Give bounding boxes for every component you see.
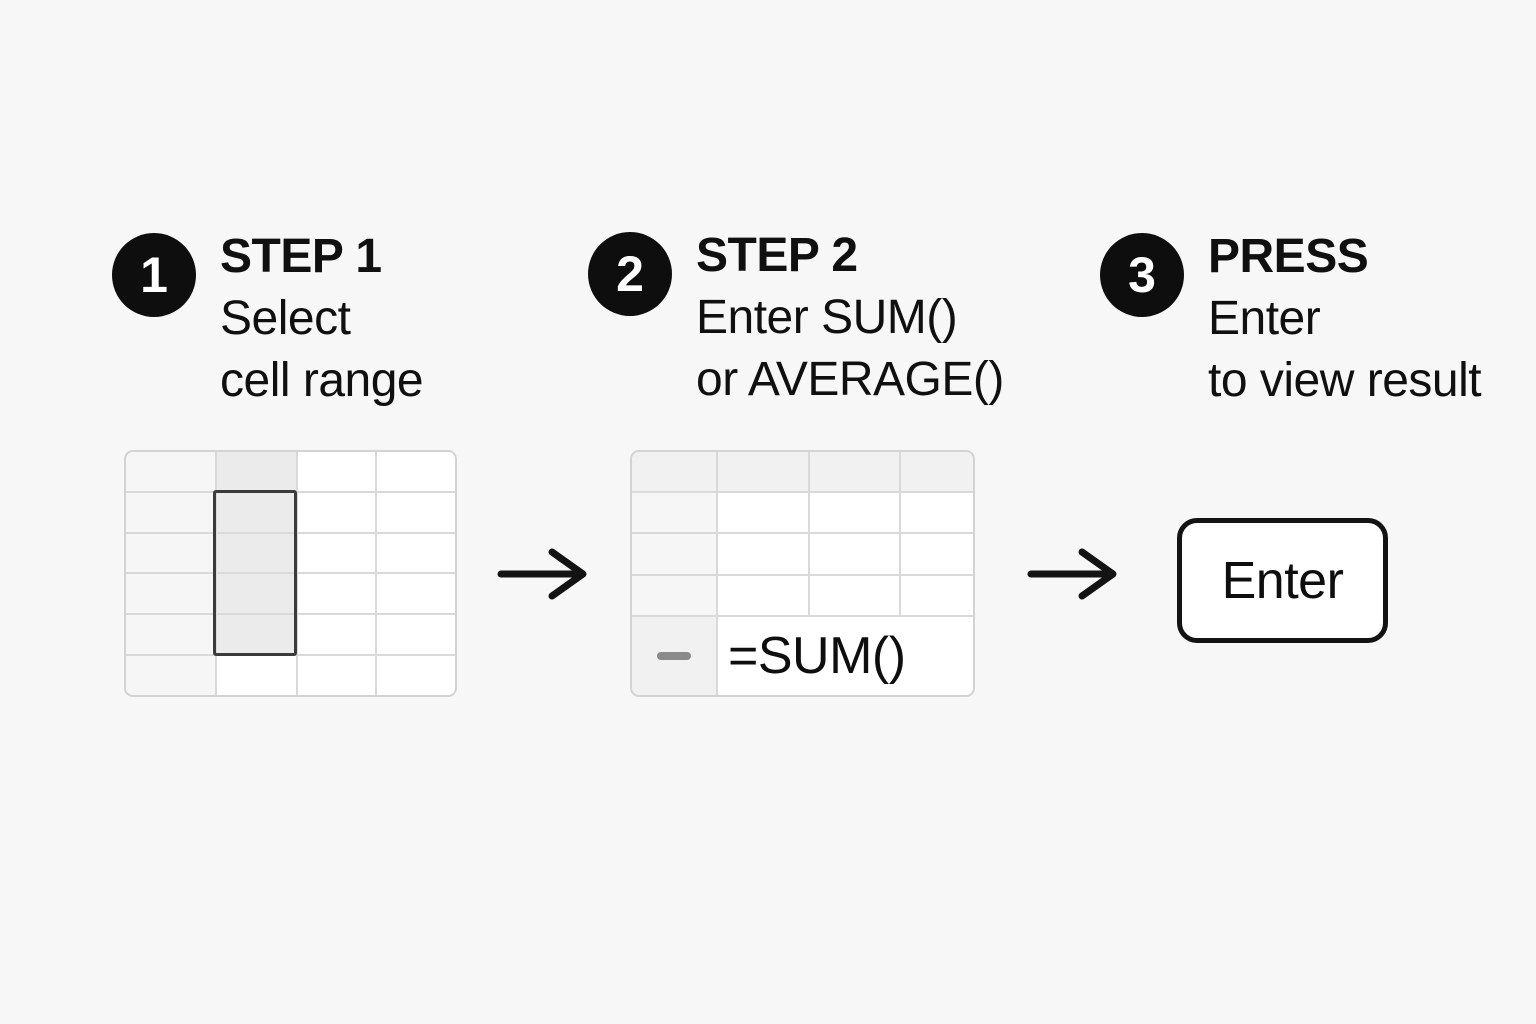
grid-cell <box>217 492 296 532</box>
grid-cell <box>810 452 899 492</box>
arrow-right-icon <box>497 548 587 600</box>
grid-cell <box>126 452 215 491</box>
grid-cell <box>298 533 375 573</box>
step-3-header: 3 PRESS Enter to view result <box>1100 230 1482 412</box>
grid-cell <box>718 534 808 574</box>
grid-cell <box>298 656 375 695</box>
step-1-header: 1 STEP 1 Select cell range <box>112 230 424 412</box>
grid-cell <box>901 493 973 533</box>
grid-cell <box>217 533 296 573</box>
grid-cell <box>810 575 899 615</box>
grid-cell <box>718 493 808 533</box>
step-3-badge-number: 3 <box>1128 247 1156 303</box>
formula-cell: =SUM() <box>718 616 973 695</box>
step-3-line1: Enter <box>1208 292 1321 345</box>
cell-range-grid <box>124 450 457 697</box>
grid-cell <box>632 452 716 492</box>
grid-cell <box>718 575 808 615</box>
grid-cell <box>718 452 808 492</box>
arrow-right-icon <box>1027 548 1117 600</box>
grid-cell <box>217 615 296 655</box>
step-1-text: STEP 1 Select cell range <box>220 226 424 412</box>
step-2-text: STEP 2 Enter SUM() or AVERAGE() <box>696 225 1004 411</box>
step-3-line2: to view result <box>1208 354 1482 407</box>
grid-cell <box>217 574 296 614</box>
step-1-line1: Select <box>220 292 351 345</box>
grid-cell <box>377 452 455 491</box>
grid-cell <box>377 574 455 614</box>
grid-cell <box>632 493 716 533</box>
grid-cell <box>632 575 716 615</box>
step-1-title: STEP 1 <box>220 230 382 283</box>
cell-range-grid-cells <box>124 450 457 697</box>
step-2-badge: 2 <box>588 232 672 316</box>
step-1-line2: cell range <box>220 354 424 407</box>
grid-cell <box>377 492 455 532</box>
grid-cell <box>901 534 973 574</box>
step-2-badge-number: 2 <box>616 246 644 302</box>
step-2-line1: Enter SUM() <box>696 291 958 344</box>
grid-cell <box>377 656 455 695</box>
grid-cell <box>377 533 455 573</box>
grid-cell <box>810 493 899 533</box>
grid-cell <box>126 656 215 695</box>
formula-text: =SUM() <box>728 626 906 685</box>
grid-cell <box>217 656 296 695</box>
grid-cell <box>298 615 375 655</box>
grid-cell <box>377 615 455 655</box>
grid-cell <box>632 534 716 574</box>
grid-cell <box>298 452 375 491</box>
step-2-header: 2 STEP 2 Enter SUM() or AVERAGE() <box>588 229 1004 411</box>
minus-dash-icon <box>657 651 691 660</box>
step-2-title: STEP 2 <box>696 229 858 282</box>
step-2-line2: or AVERAGE() <box>696 353 1004 406</box>
grid-cell <box>632 616 716 695</box>
grid-cell <box>126 615 215 655</box>
grid-cell <box>126 492 215 532</box>
enter-key-label: Enter <box>1221 551 1344 610</box>
grid-cell <box>901 575 973 615</box>
grid-cell <box>298 492 375 532</box>
step-1-badge: 1 <box>112 233 196 317</box>
step-3-title: PRESS <box>1208 230 1369 283</box>
step-1-badge-number: 1 <box>140 247 168 303</box>
step-3-badge: 3 <box>1100 233 1184 317</box>
grid-cell <box>217 452 296 491</box>
grid-cell <box>298 574 375 614</box>
formula-grid: =SUM() <box>630 450 975 697</box>
grid-cell <box>126 533 215 573</box>
formula-grid-cells: =SUM() <box>630 450 975 697</box>
step-3-text: PRESS Enter to view result <box>1208 226 1482 412</box>
enter-key-button[interactable]: Enter <box>1177 518 1388 643</box>
grid-cell <box>810 534 899 574</box>
grid-cell <box>126 574 215 614</box>
grid-cell <box>901 452 973 492</box>
